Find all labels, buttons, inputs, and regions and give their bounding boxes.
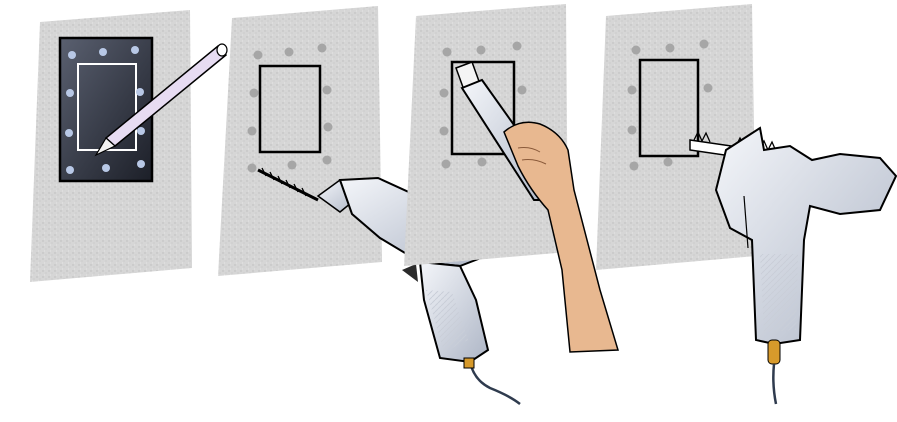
outline-rectangle [258,64,322,154]
step-4-saw [596,4,897,405]
drill-holes [247,43,333,173]
drill-holes-4 [627,39,713,171]
template-frame [58,36,154,183]
step-1-trace [30,10,228,282]
pen-icon [94,43,228,157]
board-panel-3 [404,4,568,266]
jigsaw-icon [714,126,897,405]
board-panel-4 [596,4,756,270]
step-3-cut [404,4,619,353]
outline-rectangle-3 [450,60,516,156]
outline-rectangle-4 [638,58,700,158]
hand-icon [503,121,619,353]
template-holes [65,46,145,174]
board-panel-2 [218,6,382,276]
